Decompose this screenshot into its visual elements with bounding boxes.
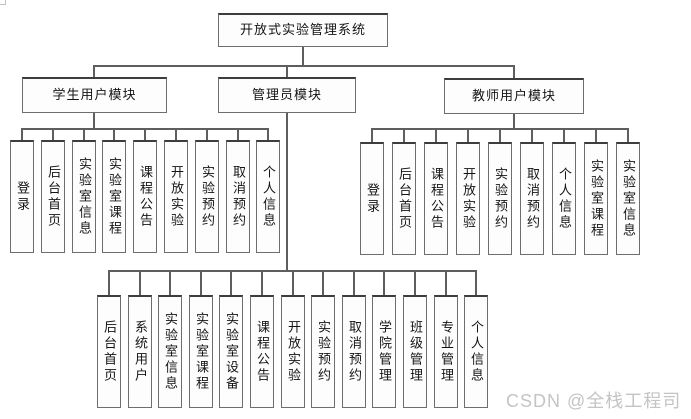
connector-leaf-stub (83, 128, 85, 140)
connector-leaf-stub (113, 128, 115, 140)
connector-leaf-stub (169, 270, 171, 295)
node-module-admin: 管理员模块 (218, 77, 356, 113)
leaf-student-backend-home: 后台首页 (41, 140, 65, 253)
leaf-admin-lab-info: 实验室信息 (158, 295, 182, 408)
connector-leaf-stub (230, 270, 232, 295)
leaf-student-course-notice: 课程公告 (133, 140, 157, 253)
connector-student-drop (93, 113, 95, 128)
node-module-teacher: 教师用户模块 (444, 78, 584, 114)
connector-leaf-stub (445, 270, 447, 295)
connector-leaf-stub (144, 128, 146, 140)
connector-stub-student (93, 65, 95, 77)
connector-leaf-stub (475, 270, 477, 295)
leaf-teacher-login: 登录 (360, 142, 384, 255)
leaf-admin-cancel-booking: 取消预约 (342, 295, 366, 408)
connector-teacher-drop (513, 114, 515, 128)
leaf-student-open-exp: 开放实验 (164, 140, 188, 253)
leaf-teacher-open-exp: 开放实验 (456, 142, 480, 255)
connector-leaf-stub (21, 128, 23, 140)
connector-leaf-stub (267, 128, 269, 140)
connector-admin-drop (286, 113, 288, 270)
connector-modules-bus (93, 65, 515, 67)
connector-leaf-stub (108, 270, 110, 295)
connector-leaf-stub (206, 128, 208, 140)
connector-leaf-stub (237, 128, 239, 140)
connector-leaf-stub (52, 128, 54, 140)
connector-stub-admin (286, 65, 288, 77)
leaf-admin-system-users: 系统用户 (128, 295, 152, 408)
corner-mark-vertical (5, 0, 6, 5)
connector-leaf-stub (531, 128, 533, 142)
leaf-teacher-cancel-booking: 取消预约 (520, 142, 544, 255)
leaf-student-profile: 个人信息 (256, 140, 280, 253)
leaf-admin-course-notice: 课程公告 (250, 295, 274, 408)
leaf-teacher-backend-home: 后台首页 (392, 142, 416, 255)
leaf-admin-major-mgmt: 专业管理 (434, 295, 458, 408)
connector-leaf-stub (627, 128, 629, 142)
connector-leaf-stub (595, 128, 597, 142)
connector-leaf-stub (175, 128, 177, 140)
connector-leaf-stub (292, 270, 294, 295)
connector-leaf-stub (139, 270, 141, 295)
connector-leaf-stub (435, 128, 437, 142)
leaf-admin-lab-equipment: 实验室设备 (219, 295, 243, 408)
connector-leaf-stub (261, 270, 263, 295)
leaf-student-cancel-booking: 取消预约 (226, 140, 250, 253)
leaf-student-lab-info: 实验室信息 (72, 140, 96, 253)
connector-leaf-stub (383, 270, 385, 295)
leaf-teacher-lab-info: 实验室信息 (616, 142, 640, 255)
node-module-student: 学生用户模块 (22, 77, 167, 113)
connector-leaf-stub (499, 128, 501, 142)
leaf-teacher-course-notice: 课程公告 (424, 142, 448, 255)
leaf-student-lab-course: 实验室课程 (102, 140, 126, 253)
leaf-admin-exp-booking: 实验预约 (311, 295, 335, 408)
leaf-admin-profile: 个人信息 (464, 295, 488, 408)
node-root: 开放式实验管理系统 (218, 13, 388, 47)
csdn-watermark: CSDN @全栈工程司 (506, 391, 682, 411)
connector-leaf-stub (414, 270, 416, 295)
connector-leaf-stub (200, 270, 202, 295)
connector-leaf-stub (467, 128, 469, 142)
leaf-teacher-profile: 个人信息 (552, 142, 576, 255)
leaf-admin-class-mgmt: 班级管理 (403, 295, 427, 408)
connector-leaf-stub (322, 270, 324, 295)
connector-root-drop (302, 47, 304, 65)
connector-stub-teacher (513, 65, 515, 78)
corner-mark-horizontal (0, 4, 6, 5)
leaf-student-login: 登录 (10, 140, 34, 253)
connector-leaf-stub (403, 128, 405, 142)
leaf-teacher-exp-booking: 实验预约 (488, 142, 512, 255)
leaf-admin-lab-course: 实验室课程 (189, 295, 213, 408)
leaf-admin-backend-home: 后台首页 (97, 295, 121, 408)
connector-leaf-stub (563, 128, 565, 142)
leaf-admin-open-exp: 开放实验 (281, 295, 305, 408)
connector-leaf-stub (353, 270, 355, 295)
connector-leaf-stub (371, 128, 373, 142)
leaf-teacher-lab-course: 实验室课程 (584, 142, 608, 255)
leaf-admin-college-mgmt: 学院管理 (372, 295, 396, 408)
leaf-student-exp-booking: 实验预约 (195, 140, 219, 253)
